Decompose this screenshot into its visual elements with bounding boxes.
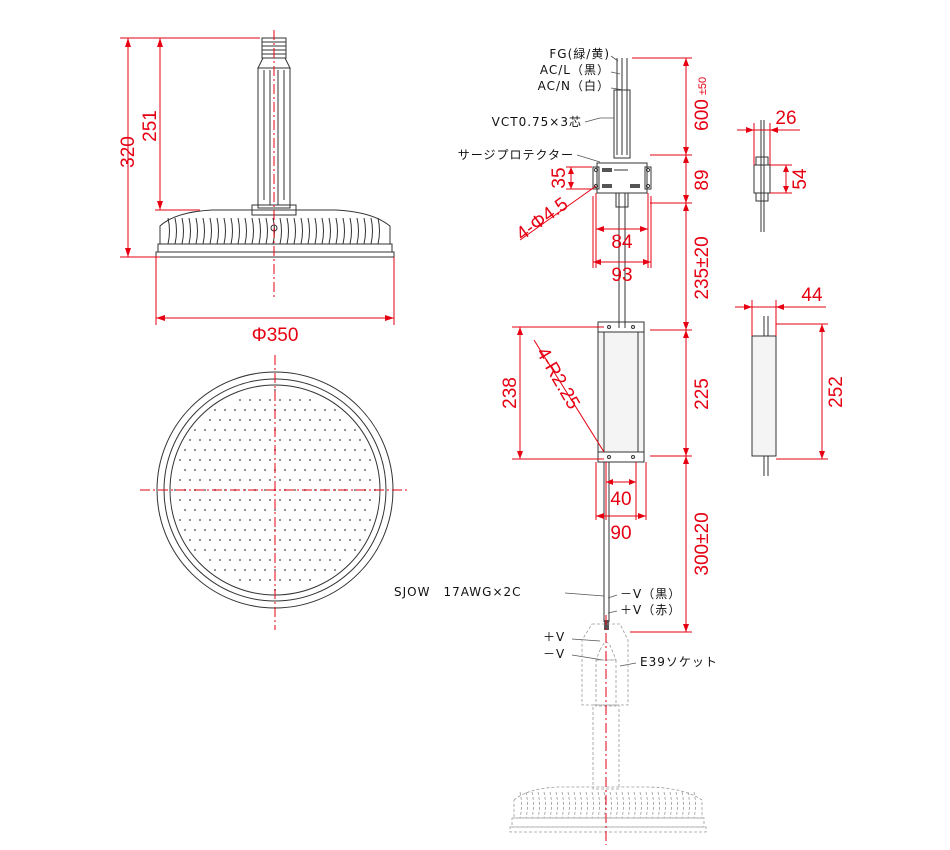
label-sjow: SJOW 17AWG×2C [394,585,522,599]
dim-cable-600-tol: ±50 [697,77,709,95]
dim-driver-radius: 4-R2.25 [532,344,584,413]
protector-side-view: 26 54 [737,108,811,232]
dim-driver-238: 238 [500,377,521,409]
dim-protector-84: 84 [611,232,633,253]
dim-driver-side-252: 252 [826,376,847,408]
driver-front-view: 238 4-R2.25 40 90 [500,321,647,570]
dim-protector-89: 89 [692,169,713,190]
label-acl: AC/L（黒） [540,63,610,77]
label-vct: VCT0.75×3芯 [492,115,582,129]
dim-protector-height: 35 [549,167,570,188]
label-plus-v: ＋V [543,630,565,644]
label-fg: FG(緑/黄) [549,46,610,61]
dim-diameter: Φ350 [252,325,299,346]
dim-protector-side-26: 26 [775,108,796,129]
surge-protector-assembly: FG(緑/黄) AC/L（黒） AC/N（白） VCT0.75×3芯 サージプロ… [458,46,652,328]
dim-driver-side-44: 44 [801,285,823,306]
output-socket-assembly: SJOW 17AWG×2C －V（黒） ＋V（赤） ＋V －V E39ソケット [394,570,718,845]
driver-side-view: 44 252 [735,285,847,476]
label-plus-v-red: ＋V（赤） [620,603,681,617]
dim-driver-90: 90 [610,523,631,544]
label-socket: E39ソケット [640,655,718,669]
dim-cable-600: 600 [692,99,713,131]
label-surge: サージプロテクター [458,148,574,162]
dim-protector-93: 93 [611,265,632,286]
cable-length-dimensions: 600 ±50 89 235±20 225 300±20 [630,57,713,633]
dim-total-height: 320 [118,136,139,168]
dim-cable-300: 300±20 [692,512,713,575]
dim-body-height: 251 [140,110,161,142]
dim-protector-side-54: 54 [790,168,811,190]
lamp-face-view [140,355,410,630]
lamp-side-view: 320 251 Φ350 [118,30,395,346]
label-minus-v-black: －V（黒） [620,587,681,601]
dim-cable-235: 235±20 [692,236,713,299]
dim-hole-dia: 4-Φ4.5 [513,194,573,245]
label-minus-v: －V [543,647,565,661]
label-acn: AC/N（白） [538,78,610,93]
dim-driver-40: 40 [610,489,631,510]
dim-driver-225: 225 [692,378,713,410]
